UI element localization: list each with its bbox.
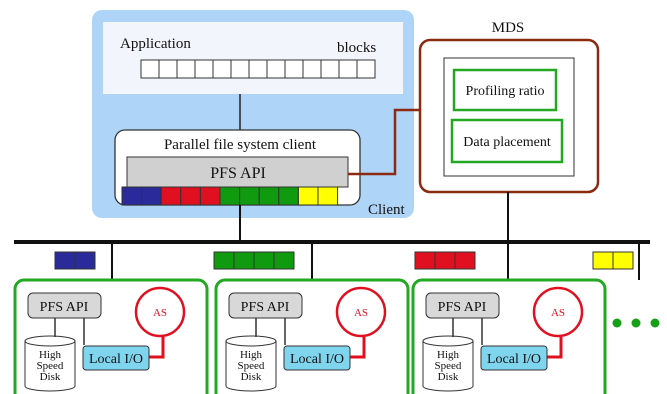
server-pfs-api-label: PFS API xyxy=(438,300,487,315)
blocks-label: blocks xyxy=(337,40,376,56)
local-io-label: Local I/O xyxy=(290,352,344,367)
as-label: AS xyxy=(551,307,565,319)
stripe-block xyxy=(199,186,221,206)
data-placement-box xyxy=(450,118,564,164)
server-pfs-api xyxy=(228,292,303,319)
application-block xyxy=(212,59,232,79)
disk-label-line: Disk xyxy=(40,371,61,383)
profiling-ratio-label: Profiling ratio xyxy=(466,84,545,99)
disk-body xyxy=(422,341,474,392)
application-block xyxy=(230,59,250,79)
bus-block xyxy=(273,251,295,270)
stripe-block xyxy=(297,186,319,206)
disk-label-line: High xyxy=(240,349,263,361)
application-panel xyxy=(103,22,403,94)
disk-top xyxy=(225,335,277,347)
local-io-label: Local I/O xyxy=(89,352,143,367)
bus-block xyxy=(434,251,456,270)
as-circle xyxy=(335,286,387,338)
application-label: Application xyxy=(120,36,191,52)
disk-label-line: Disk xyxy=(438,371,459,383)
stripe-block xyxy=(121,186,143,206)
bus-block-groups xyxy=(54,251,634,270)
local-io-label: Local I/O xyxy=(487,352,541,367)
disk-label-line: High xyxy=(39,349,62,361)
application-block xyxy=(158,59,178,79)
disk-top xyxy=(422,335,474,347)
client-stripe-row xyxy=(121,186,339,206)
as-localio-link xyxy=(147,337,165,359)
as-circle xyxy=(134,286,186,338)
local-io-box xyxy=(480,345,548,371)
as-circle xyxy=(532,286,584,338)
client-pfs-api-label: PFS API xyxy=(210,165,266,182)
bus-block xyxy=(414,251,436,270)
disk-label-line: Speed xyxy=(435,360,462,372)
ellipsis-dot xyxy=(650,318,660,328)
ellipsis-dot xyxy=(631,318,641,328)
server-pfs-api-label: PFS API xyxy=(40,300,89,315)
more-servers-ellipsis xyxy=(612,318,660,328)
bus-block xyxy=(74,251,96,270)
stripe-block xyxy=(317,186,339,206)
disk-label-line: Disk xyxy=(241,371,262,383)
disk-body xyxy=(24,341,76,392)
disk-label-line: Speed xyxy=(37,360,64,372)
stripe-block xyxy=(239,186,260,206)
stripe-block xyxy=(219,186,241,206)
stripe-block xyxy=(278,186,299,206)
application-block xyxy=(338,59,358,79)
disk-label-line: Speed xyxy=(238,360,265,372)
application-block xyxy=(356,59,376,79)
client-mds-link xyxy=(348,108,420,176)
disk-body xyxy=(225,341,277,392)
ellipsis-dot xyxy=(612,318,622,328)
client-pfs-api xyxy=(126,156,349,188)
local-io-box xyxy=(283,345,351,371)
bus-block xyxy=(213,251,235,270)
bus-block xyxy=(454,251,476,270)
bus-block xyxy=(253,251,275,270)
application-blocks xyxy=(140,59,376,79)
application-block xyxy=(140,59,160,79)
as-localio-link xyxy=(348,337,366,359)
local-io-box xyxy=(82,345,150,371)
application-block xyxy=(320,59,340,79)
application-block xyxy=(248,59,268,79)
stripe-block xyxy=(180,186,201,206)
disk-top xyxy=(24,335,76,347)
client-label: Client xyxy=(368,202,405,218)
mds-label: MDS xyxy=(492,20,525,36)
server-pfs-api xyxy=(27,292,102,319)
application-block xyxy=(176,59,196,79)
profiling-ratio-box xyxy=(452,68,558,112)
bus-block xyxy=(233,251,255,270)
application-block xyxy=(194,59,214,79)
as-localio-link xyxy=(545,337,563,359)
stripe-block xyxy=(258,186,280,206)
disk-label-line: High xyxy=(437,349,460,361)
server-pfs-api-label: PFS API xyxy=(241,300,290,315)
stripe-block xyxy=(160,186,182,206)
application-block xyxy=(266,59,286,79)
stripe-block xyxy=(141,186,162,206)
data-placement-label: Data placement xyxy=(463,135,551,150)
application-block xyxy=(302,59,322,79)
as-label: AS xyxy=(354,307,368,319)
bus-block xyxy=(54,251,76,270)
as-label: AS xyxy=(153,307,167,319)
bus-block xyxy=(612,251,634,270)
bus-block xyxy=(592,251,614,270)
pfs-client-label: Parallel file system client xyxy=(164,137,317,153)
server-pfs-api xyxy=(425,292,500,319)
application-block xyxy=(284,59,304,79)
